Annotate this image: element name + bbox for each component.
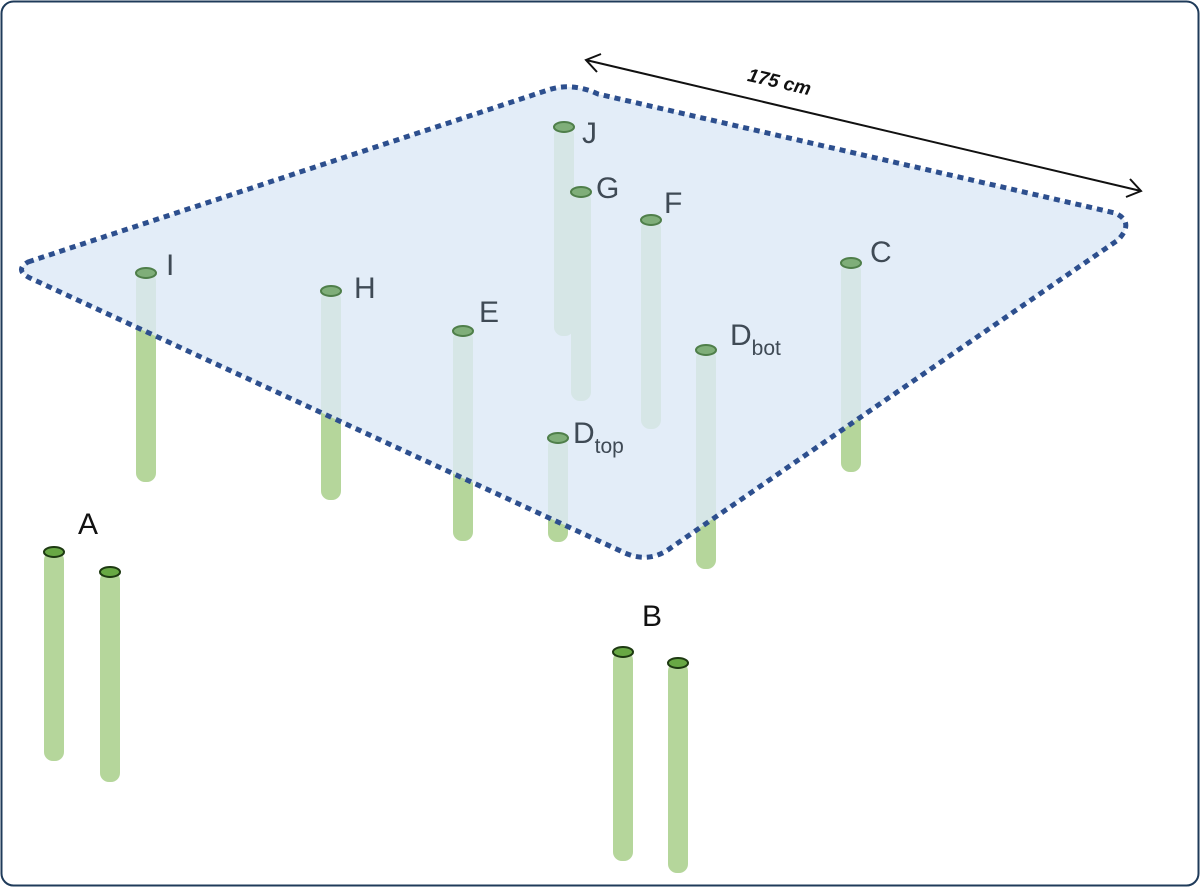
tube-b1 (613, 651, 633, 861)
cap-a1 (43, 546, 65, 558)
cap-i (135, 267, 157, 279)
cap-f (640, 214, 662, 226)
label-h: H (354, 272, 376, 305)
cap-a2 (99, 566, 121, 578)
label-a: A (78, 508, 98, 541)
cap-e (452, 325, 474, 337)
label-d-bot-sub: bot (752, 337, 781, 360)
cap-g (570, 186, 592, 198)
label-d-bot-main: D (730, 319, 752, 352)
label-d-bot: Dbot (730, 319, 781, 360)
arrowhead-left (584, 53, 602, 73)
tube-a2 (100, 571, 120, 782)
label-i: I (166, 249, 174, 282)
cap-c (840, 257, 862, 269)
label-g: G (596, 172, 619, 205)
dimension-arrow (584, 53, 1143, 198)
arrowhead-right (1125, 178, 1143, 198)
cap-h (320, 285, 342, 297)
cap-b2 (667, 657, 689, 669)
label-f: F (664, 187, 682, 220)
tube-b2 (668, 662, 688, 873)
cap-d-bot (695, 344, 717, 356)
tube-group-b (612, 646, 689, 873)
label-b: B (642, 600, 662, 633)
tube-caps (135, 121, 862, 444)
label-e: E (479, 296, 499, 329)
dimension-line (585, 59, 1142, 192)
label-d-top-sub: top (595, 435, 624, 458)
label-j: J (582, 117, 597, 150)
cap-b1 (612, 646, 634, 658)
tube-group-a (43, 546, 121, 782)
label-d-top: Dtop (573, 417, 624, 458)
label-d-top-main: D (573, 417, 595, 450)
label-c: C (870, 236, 892, 269)
cap-d-top (547, 432, 569, 444)
measurement-plane (19, 84, 1129, 560)
tube-a1 (44, 551, 64, 761)
cap-j (553, 121, 575, 133)
